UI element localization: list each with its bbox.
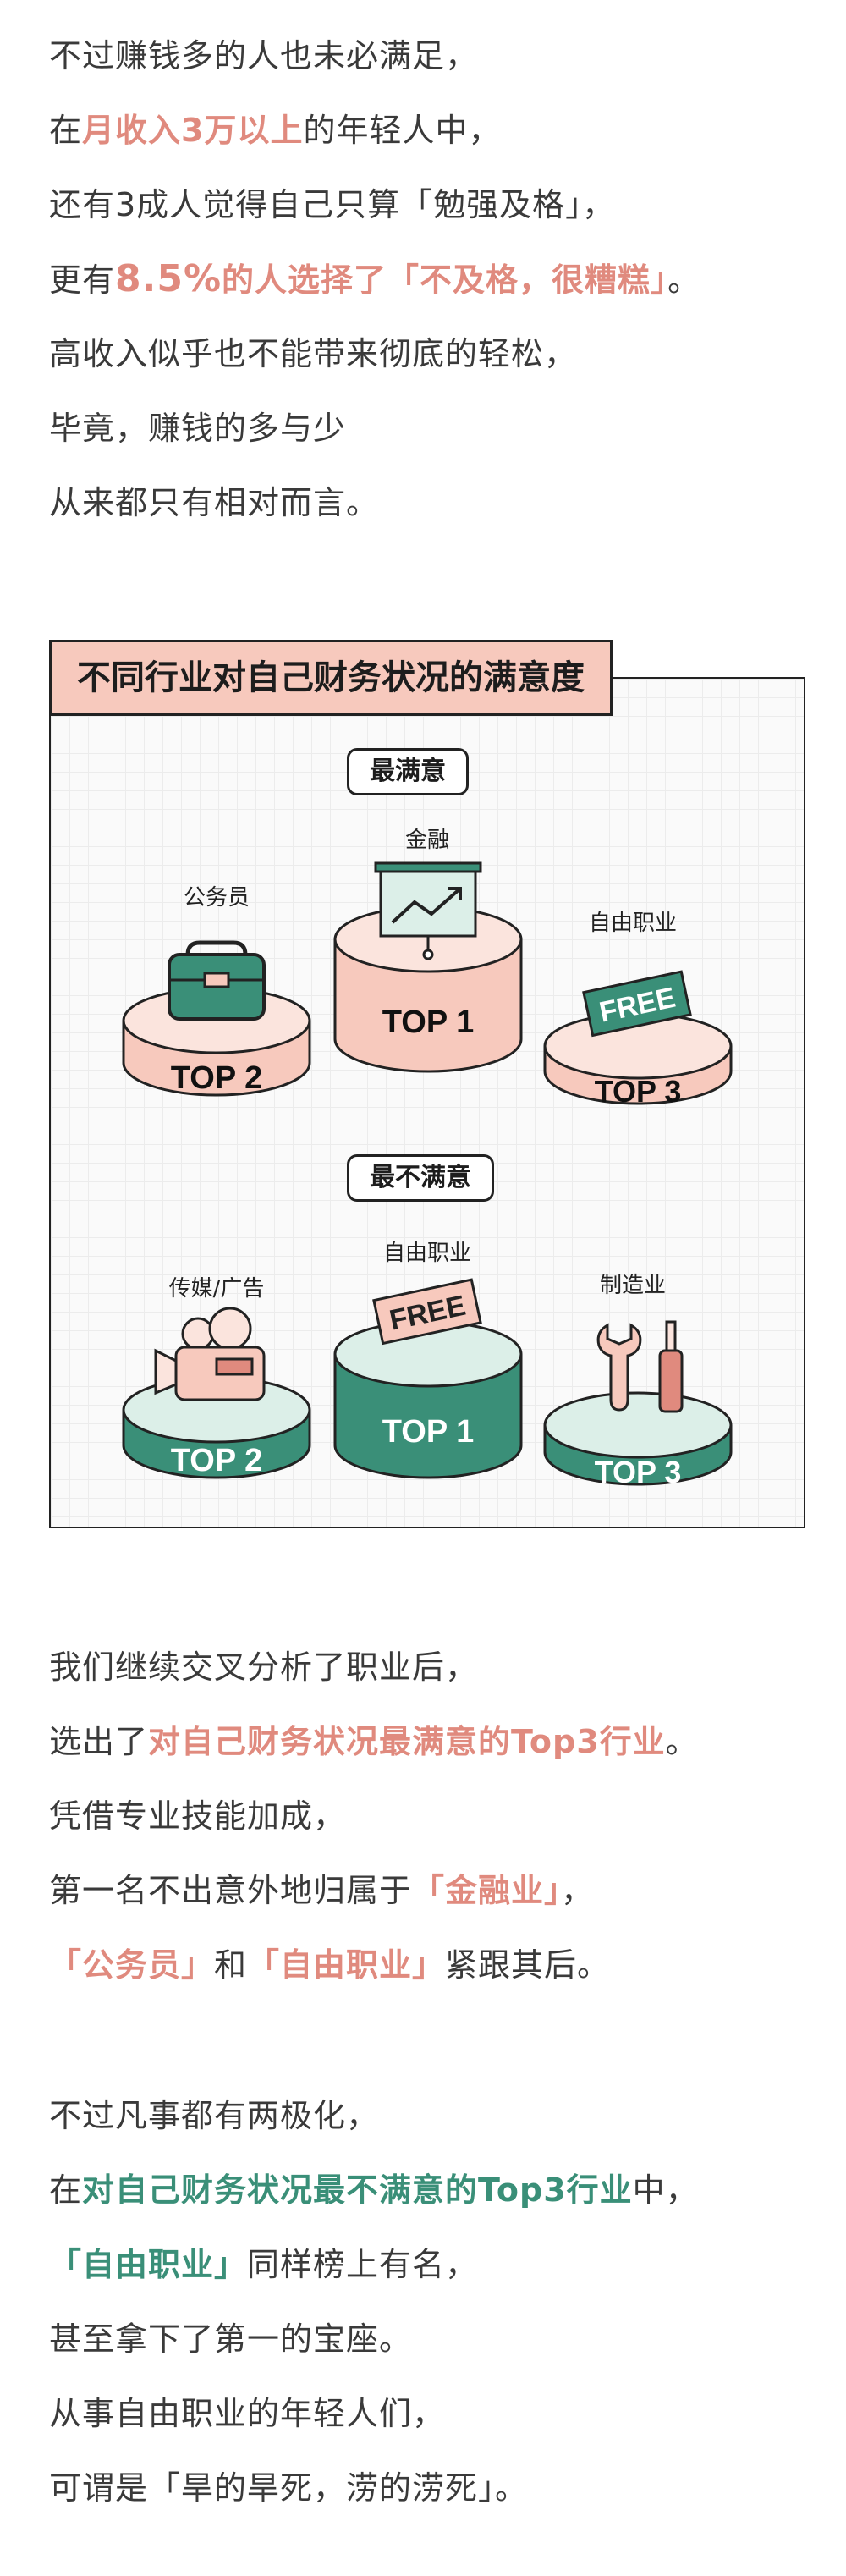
satisfaction-infographic: 不同行业对自己财务状况的满意度 最满意 金融 公务员 自由职业 TOP 2 TO… xyxy=(49,640,805,1528)
income-highlight: 月收入3万以上 xyxy=(82,112,304,149)
polar-text-2b: 中， xyxy=(632,2171,699,2209)
briefcase-icon xyxy=(168,940,266,1021)
intro-text-4b: 。 xyxy=(667,261,701,299)
intro-text-2b: 的年轻人中， xyxy=(303,112,502,149)
most-top2-podium: TOP 2 xyxy=(122,940,311,1097)
intro-line-4: 更有8.5%的人选择了「不及格，很糟糕」。 xyxy=(49,261,700,335)
polar-text-3: 同样榜上有名， xyxy=(247,2246,479,2283)
polar-line-4: 甚至拿下了第一的宝座。 xyxy=(49,2320,699,2395)
least-top2-rank: TOP 2 xyxy=(171,1443,262,1478)
analysis-line-3: 凭借专业技能加成， xyxy=(49,1797,699,1872)
intro-line-1: 不过赚钱多的人也未必满足， xyxy=(49,37,700,112)
analysis-text-2b: 。 xyxy=(665,1723,699,1760)
analysis-text-4b: ， xyxy=(561,1872,595,1909)
least-top3-industry-label: 制造业 xyxy=(599,1273,667,1298)
polar-text-4: 甚至拿下了第一的宝座。 xyxy=(49,2320,413,2358)
least-satisfied-tag: 最不满意 xyxy=(347,1154,494,1202)
intro-text-5: 高收入似乎也不能带来彻底的轻松， xyxy=(49,335,578,372)
least-top2-podium: TOP 2 xyxy=(122,1307,311,1479)
most-top3-podium: FREE TOP 3 xyxy=(543,970,733,1109)
polar-line-6: 可谓是「旱的旱死，涝的涝死」。 xyxy=(49,2469,699,2544)
intro-text-4a: 更有 xyxy=(49,261,116,299)
free-tag-icon: FREE xyxy=(372,1278,482,1346)
free-tag-icon: FREE xyxy=(582,970,692,1038)
intro-text-2a: 在 xyxy=(49,112,83,149)
polar-text-1: 不过凡事都有两极化， xyxy=(49,2097,380,2134)
top2-industry-label: 公务员 xyxy=(183,885,250,911)
wrench-screwdriver-icon xyxy=(596,1320,684,1413)
polar-line-5: 从事自由职业的年轻人们， xyxy=(49,2395,699,2469)
least-top1-industry-label: 自由职业 xyxy=(382,1241,472,1266)
freelance-highlight: 「自由职业」 xyxy=(247,1946,446,1984)
intro-text-7: 从来都只有相对而言。 xyxy=(49,484,380,521)
infographic-title: 不同行业对自己财务状况的满意度 xyxy=(49,640,613,716)
most-top3-rank: TOP 3 xyxy=(595,1074,682,1109)
analysis-line-1: 我们继续交叉分析了职业后， xyxy=(49,1649,699,1723)
video-camera-icon xyxy=(154,1307,266,1401)
intro-paragraph: 不过赚钱多的人也未必满足， 在月收入3万以上的年轻人中， 还有3成人觉得自己只算… xyxy=(49,37,700,559)
percent-highlight: 8.5% xyxy=(115,257,222,300)
most-satisfied-highlight: 对自己财务状况最满意的Top3行业 xyxy=(148,1723,666,1760)
intro-line-5: 高收入似乎也不能带来彻底的轻松， xyxy=(49,335,700,410)
top3-industry-label: 自由职业 xyxy=(588,911,678,936)
analysis-line-5: 「公务员」和「自由职业」紧跟其后。 xyxy=(49,1946,699,2021)
civil-servant-highlight: 「公务员」 xyxy=(49,1946,215,1984)
intro-line-3: 还有3成人觉得自己只算「勉强及格」， xyxy=(49,186,700,261)
finance-highlight: 「金融业」 xyxy=(412,1872,562,1909)
most-top2-rank: TOP 2 xyxy=(171,1060,262,1096)
least-top1-podium: FREE TOP 1 xyxy=(333,1278,523,1479)
intro-text-1: 不过赚钱多的人也未必满足， xyxy=(49,37,479,74)
presentation-chart-icon xyxy=(374,861,482,960)
intro-line-7: 从来都只有相对而言。 xyxy=(49,484,700,559)
polar-text-5: 从事自由职业的年轻人们， xyxy=(49,2395,446,2432)
intro-text-3: 还有3成人觉得自己只算「勉强及格」， xyxy=(49,186,616,223)
most-satisfied-tag: 最满意 xyxy=(347,748,469,795)
analysis-line-2: 选出了对自己财务状况最满意的Top3行业。 xyxy=(49,1723,699,1797)
least-top1-rank: TOP 1 xyxy=(382,1414,474,1450)
least-satisfied-highlight: 对自己财务状况最不满意的Top3行业 xyxy=(82,2171,633,2209)
intro-line-6: 毕竟，赚钱的多与少 xyxy=(49,410,700,484)
analysis-line-4: 第一名不出意外地归属于「金融业」， xyxy=(49,1872,699,1946)
polar-text-6: 可谓是「旱的旱死，涝的涝死」。 xyxy=(49,2469,529,2507)
most-top1-rank: TOP 1 xyxy=(382,1005,474,1040)
fail-highlight: 的人选择了「不及格，很糟糕」 xyxy=(222,261,668,299)
polar-text-2a: 在 xyxy=(49,2171,83,2209)
analysis-text-4a: 第一名不出意外地归属于 xyxy=(49,1872,413,1909)
least-top3-rank: TOP 3 xyxy=(595,1455,682,1489)
analysis-text-1: 我们继续交叉分析了职业后， xyxy=(49,1649,479,1686)
top1-industry-label: 金融 xyxy=(404,828,450,853)
analysis-paragraph: 我们继续交叉分析了职业后， 选出了对自己财务状况最满意的Top3行业。 凭借专业… xyxy=(49,1649,699,2021)
polarization-paragraph: 不过凡事都有两极化， 在对自己财务状况最不满意的Top3行业中， 「自由职业」同… xyxy=(49,2097,699,2544)
intro-line-2: 在月收入3万以上的年轻人中， xyxy=(49,112,700,186)
least-top3-podium: TOP 3 xyxy=(543,1320,733,1489)
polar-line-1: 不过凡事都有两极化， xyxy=(49,2097,699,2171)
analysis-text-5a: 和 xyxy=(214,1946,248,1984)
least-top2-industry-label: 传媒/广告 xyxy=(168,1276,265,1302)
freelance-green-highlight: 「自由职业」 xyxy=(49,2246,248,2283)
analysis-text-3: 凭借专业技能加成， xyxy=(49,1797,347,1835)
analysis-text-2a: 选出了 xyxy=(49,1723,149,1760)
intro-text-6: 毕竟，赚钱的多与少 xyxy=(49,410,347,447)
analysis-text-5b: 紧跟其后。 xyxy=(445,1946,611,1984)
polar-line-3: 「自由职业」同样榜上有名， xyxy=(49,2246,699,2320)
most-top1-podium: TOP 1 xyxy=(333,861,523,1073)
polar-line-2: 在对自己财务状况最不满意的Top3行业中， xyxy=(49,2171,699,2246)
